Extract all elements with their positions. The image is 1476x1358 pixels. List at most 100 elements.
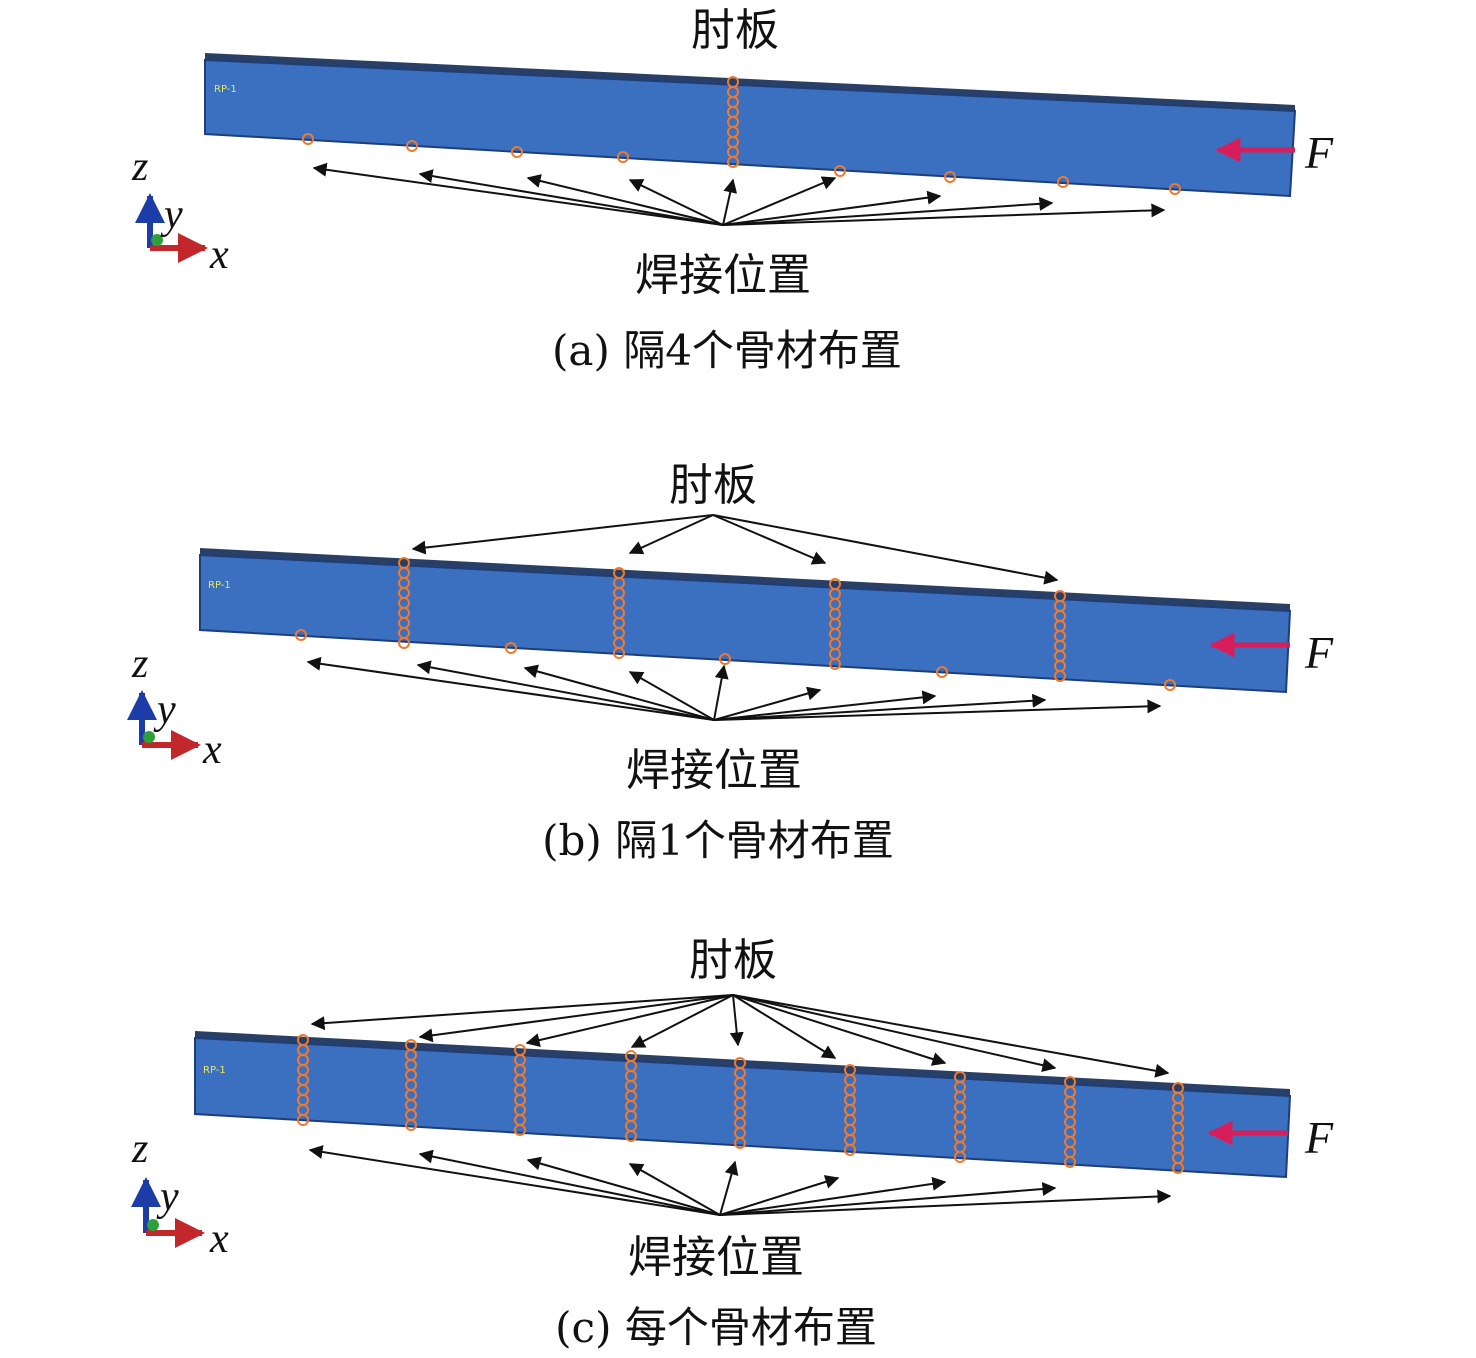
weld-pointer-arrow — [722, 178, 738, 226]
axis-y-dot-b — [143, 731, 155, 743]
bracket-weld-column — [1064, 1156, 1076, 1168]
weld-pointer-arrow — [719, 1160, 739, 1216]
welds-c — [297, 1034, 1184, 1174]
beam-flange-top-b — [200, 548, 1290, 611]
weld-pointer-arrow — [722, 203, 1166, 226]
weld-point — [1169, 183, 1181, 195]
bracket-pointer-arrow — [732, 994, 1170, 1078]
pointer-arrows-b — [306, 514, 1162, 721]
axis-x-label-b: x — [202, 727, 222, 773]
weld-point — [505, 642, 517, 654]
weld-point — [511, 146, 523, 158]
weld-point — [719, 653, 731, 665]
rp-label-b: RP-1 — [208, 580, 231, 591]
axis-y-label-b: y — [153, 687, 176, 733]
axis-z-label-a: z — [131, 144, 148, 190]
weld-pointer-arrow — [713, 686, 822, 721]
panel-c: 肘板 RP-1 焊接位置 (c) 每个骨材布置 F z y x — [131, 935, 1334, 1352]
bracket-pointer-arrow — [712, 514, 1059, 585]
panel-b: 肘板 RP-1 焊接位置 (b) 隔1个骨材布置 F z y x — [127, 460, 1334, 865]
weld-pointer-arrow — [418, 1149, 721, 1216]
weld-pointer-arrow — [628, 1163, 721, 1216]
force-label-a: F — [1304, 127, 1334, 178]
bracket-weld-column — [954, 1151, 966, 1163]
bracket-weld-column — [1054, 670, 1066, 682]
force-c: F — [1207, 1112, 1334, 1163]
weld-pointer-arrow — [722, 190, 942, 226]
pointer-arrows-c — [308, 994, 1172, 1216]
force-a: F — [1215, 127, 1334, 178]
bracket-weld-column — [727, 156, 739, 168]
bracket-weld-column — [844, 1144, 856, 1156]
bracket-pointer-arrow — [729, 994, 744, 1047]
weld-point — [834, 165, 846, 177]
weld-point — [1164, 679, 1176, 691]
weld-pointer-arrow — [526, 174, 724, 226]
bracket-pointer-arrow — [630, 994, 734, 1048]
weld-label-c: 焊接位置 — [628, 1232, 804, 1283]
bracket-pointer-arrow — [732, 994, 1057, 1073]
panel-a: 肘板 RP-1 焊接位置 (a) 隔4个骨材布置 F z y x — [131, 5, 1334, 375]
bracket-weld-column — [514, 1124, 526, 1136]
welds-a — [302, 76, 1181, 195]
weld-pointer-arrow — [306, 656, 715, 721]
axis-y-label-c: y — [156, 1174, 179, 1220]
welds-b — [295, 557, 1176, 691]
weld-pointer-arrow — [722, 176, 837, 226]
beam-c: RP-1 — [194, 1031, 1292, 1179]
axis-z-label-b: z — [131, 641, 148, 687]
bracket-pointer-arrow — [310, 994, 734, 1031]
bracket-weld-column — [297, 1114, 309, 1126]
bracket-pointer-arrow — [628, 514, 714, 555]
weld-pointer-arrow — [722, 196, 1054, 226]
rib-label-c: 肘板 — [689, 935, 777, 986]
weld-label-a: 焊接位置 — [635, 250, 811, 301]
bracket-weld-column — [1172, 1162, 1184, 1174]
weld-pointer-arrow — [523, 664, 715, 721]
axis-x-label-a: x — [209, 232, 229, 278]
axis-y-dot-c — [147, 1219, 159, 1231]
bracket-pointer-arrow — [418, 994, 734, 1043]
weld-point — [617, 151, 629, 163]
force-label-b: F — [1304, 627, 1334, 678]
bracket-weld-column — [734, 1137, 746, 1149]
weld-pointer-arrow — [713, 693, 1047, 721]
caption-c: (c) 每个骨材布置 — [555, 1303, 877, 1352]
pointer-arrows-a — [312, 162, 1166, 226]
weld-point — [295, 629, 307, 641]
rib-label-b: 肘板 — [669, 460, 757, 511]
beam-a: RP-1 — [204, 53, 1297, 198]
weld-pointer-arrow — [308, 1145, 721, 1216]
axis-y-label-a: y — [160, 192, 183, 238]
beam-flange-top-c — [195, 1031, 1290, 1096]
weld-pointer-arrow — [713, 690, 937, 721]
weld-pointer-arrow — [719, 1182, 1057, 1216]
rib-label-a: 肘板 — [691, 5, 779, 56]
bracket-pointer-arrow — [732, 994, 947, 1066]
weld-pointer-arrow — [628, 179, 724, 226]
beam-web-a — [204, 58, 1297, 198]
weld-pointer-arrow — [312, 162, 724, 226]
bracket-weld-column — [405, 1119, 417, 1131]
rp-label-a: RP-1 — [214, 84, 237, 95]
weld-point — [944, 171, 956, 183]
weld-pointer-arrow — [526, 1156, 721, 1216]
bracket-pointer-arrow — [732, 994, 837, 1059]
weld-pointer-arrow — [418, 169, 724, 226]
axis-triad-c: z y x — [131, 1126, 229, 1262]
beam-flange-top-a — [205, 53, 1295, 111]
beam-web-b — [199, 553, 1292, 694]
bracket-weld-column — [613, 647, 625, 659]
weld-point — [936, 666, 948, 678]
bracket-pointer-arrow — [411, 514, 714, 555]
axis-triad-b: z y x — [127, 641, 222, 773]
weld-pointer-arrow — [719, 1189, 1172, 1216]
weld-pointer-arrow — [416, 660, 715, 721]
weld-pointer-arrow — [713, 664, 729, 721]
weld-point — [302, 133, 314, 145]
axis-x-label-c: x — [209, 1216, 229, 1262]
bracket-weld-column — [829, 658, 841, 670]
weld-point — [406, 140, 418, 152]
bracket-pointer-arrow — [525, 994, 734, 1047]
